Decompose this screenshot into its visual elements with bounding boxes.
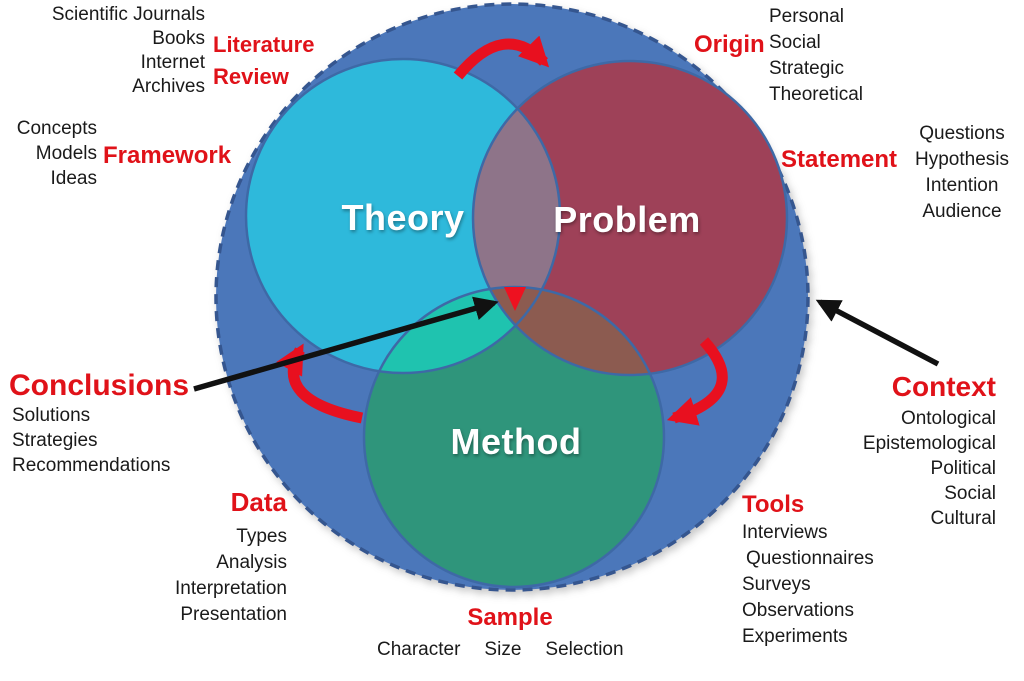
theory-label: Theory	[341, 197, 465, 238]
context-heading: Context	[891, 371, 996, 402]
list-item: Theoretical	[769, 84, 863, 105]
tools-group: Tools Interviews Questionnaires Surveys …	[742, 491, 874, 650]
list-item: Questionnaires	[746, 548, 874, 570]
conclusions-items: Solutions Strategies Recommendations	[12, 403, 170, 478]
data-heading: Data	[230, 487, 287, 517]
list-item: Ontological	[900, 408, 996, 429]
list-item: Interpretation	[175, 577, 287, 599]
list-item: Character	[377, 639, 461, 660]
list-item: Political	[930, 458, 996, 479]
statement-heading: Statement	[781, 146, 898, 173]
list-item: Questions	[919, 123, 1005, 144]
statement-items: Questions Hypothesis Intention Audience	[898, 121, 1024, 225]
conclusions-pointer-arrow	[193, 296, 499, 392]
list-item: Analysis	[216, 551, 287, 573]
conclusions-heading: Conclusions	[9, 369, 190, 402]
data-items: Types Analysis Interpretation Presentati…	[175, 524, 287, 628]
context-items: Ontological Epistemological Political So…	[863, 406, 996, 531]
list-item: Concepts	[16, 118, 97, 139]
list-item: Books	[152, 28, 205, 49]
list-item: Selection	[545, 639, 624, 660]
theory-method-overlap	[364, 287, 560, 373]
tools-items: Interviews Questionnaires Surveys Observ…	[742, 520, 874, 650]
origin-heading: Origin	[694, 31, 765, 58]
center-triangle-marker	[504, 287, 526, 311]
tools-heading: Tools	[742, 491, 805, 518]
list-item: Surveys	[742, 574, 811, 596]
list-item: Models	[35, 143, 97, 164]
cycle-arrow-problem-to-method	[666, 337, 728, 426]
origin-items: Personal Social Strategic Theoretical	[769, 4, 863, 108]
list-item: Experiments	[742, 626, 848, 648]
list-item: Internet	[140, 52, 205, 73]
list-item: Social	[944, 483, 996, 504]
theory-circle-outline	[244, 57, 562, 375]
list-item: Hypothesis	[915, 149, 1009, 170]
list-item: Strategic	[769, 58, 844, 79]
method-label: Method	[450, 421, 582, 462]
list-item: Recommendations	[12, 455, 171, 476]
list-item: Interviews	[742, 522, 828, 544]
list-item: Scientific Journals	[51, 4, 205, 25]
cycle-arrow-theory-to-problem	[453, 35, 550, 80]
list-item: Personal	[769, 6, 844, 27]
data-group: Data Types Analysis Interpretation Prese…	[175, 488, 287, 628]
list-item: Size	[484, 639, 522, 660]
list-item: Archives	[132, 76, 205, 97]
problem-method-overlap	[473, 287, 664, 375]
list-item: Epistemological	[862, 433, 996, 454]
problem-label: Problem	[553, 199, 701, 240]
framework-items: Concepts Models Ideas	[17, 116, 97, 191]
list-item: Cultural	[930, 508, 996, 529]
list-item: Intention	[925, 175, 999, 196]
problem-circle-outline	[471, 59, 789, 377]
list-item: Observations	[742, 600, 854, 622]
framework-heading: Framework	[103, 142, 232, 169]
literature-review-heading: Literature Review	[213, 32, 315, 89]
list-item: Social	[769, 32, 821, 53]
list-item: Types	[236, 525, 287, 547]
list-item: Ideas	[50, 168, 97, 189]
list-item: Presentation	[180, 603, 287, 625]
list-item: Solutions	[12, 405, 91, 426]
literature-items: Scientific Journals Books Internet Archi…	[52, 3, 205, 99]
list-item: Audience	[922, 201, 1002, 222]
sample-heading: Sample	[467, 604, 553, 631]
context-pointer-arrow	[815, 299, 940, 367]
sample-items: Character Size Selection	[377, 637, 624, 662]
list-item: Strategies	[12, 430, 98, 451]
